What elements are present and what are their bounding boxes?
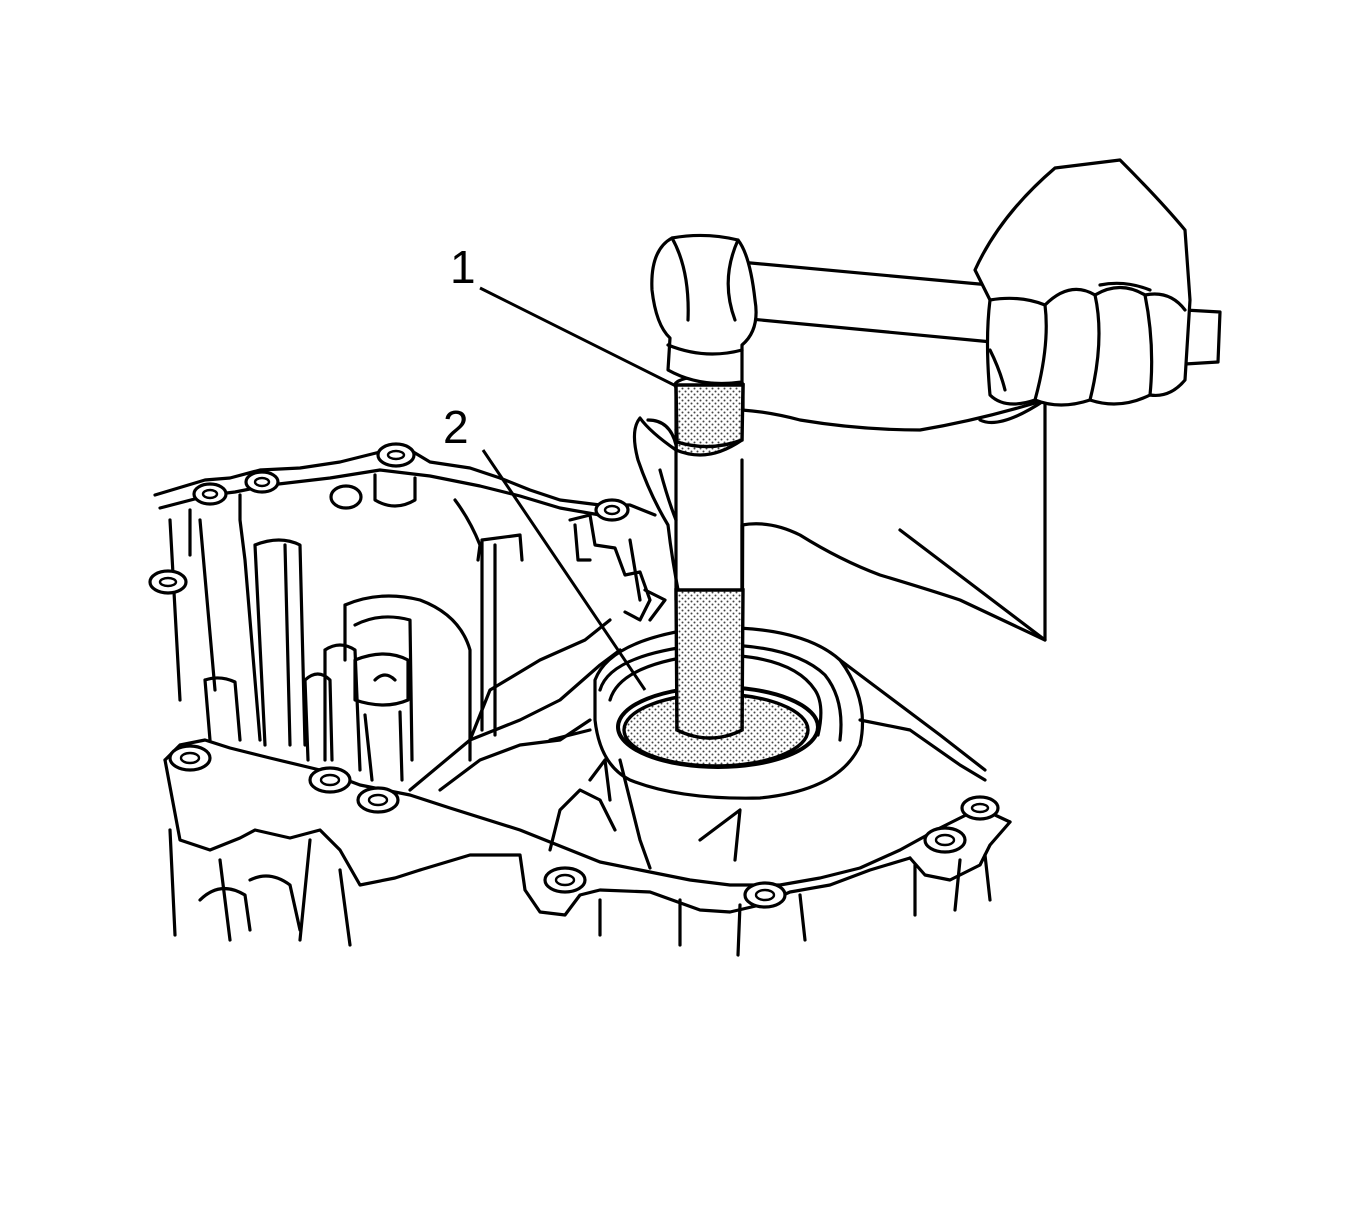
hammering-hand (973, 158, 1192, 407)
callout-1: 1 (450, 241, 677, 388)
callout-2: 2 (443, 401, 647, 691)
holding-hand (632, 383, 1047, 740)
callout-2-label: 2 (443, 401, 469, 453)
callout-1-label: 1 (450, 241, 476, 293)
hammer (650, 233, 1222, 386)
transaxle-case (148, 442, 1012, 957)
